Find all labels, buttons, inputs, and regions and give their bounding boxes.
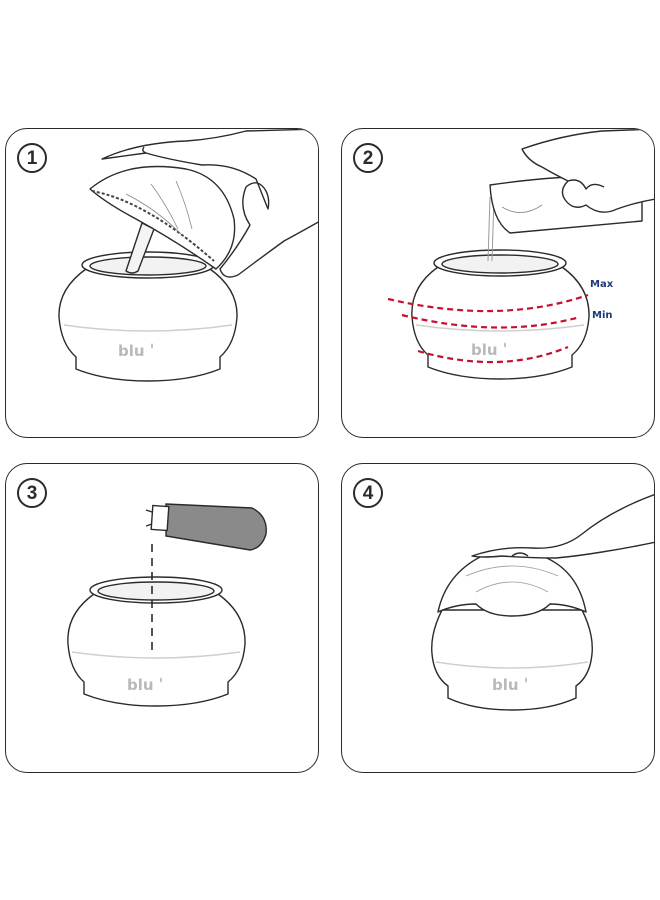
step-2-illustration: blu [387, 129, 654, 380]
step-number: 2 [353, 143, 383, 173]
step-number: 3 [17, 478, 47, 508]
step-number: 4 [353, 478, 383, 508]
hand [101, 129, 318, 278]
brand-logo: blu [127, 676, 154, 694]
step-1-panel: blu 1 [5, 128, 319, 438]
jug-body [431, 609, 593, 711]
step-4-panel: blu 4 [341, 463, 655, 773]
filter-cartridge [145, 503, 267, 551]
step-3-illustration: blu [67, 503, 267, 707]
min-label: Min [592, 310, 613, 321]
jug-lid [437, 549, 587, 617]
step-4-illustration: blu [431, 494, 654, 711]
step-3-panel: blu 3 [5, 463, 319, 773]
hand [471, 494, 654, 559]
drop-icon [504, 342, 506, 348]
step-number: 1 [17, 143, 47, 173]
drop-icon [151, 343, 153, 349]
brand-logo: blu [118, 342, 145, 360]
step-1-illustration: blu [58, 129, 318, 382]
brand-logo: blu [492, 676, 519, 694]
jug-body [58, 268, 238, 382]
step-2-panel: blu 2 Max Min [341, 128, 655, 438]
drop-icon [160, 677, 162, 683]
drop-icon [525, 677, 527, 683]
min-level-line-upper [401, 313, 581, 329]
hand [521, 129, 654, 213]
jug-body [67, 593, 246, 707]
brand-logo: blu [471, 341, 498, 359]
max-label: Max [590, 279, 614, 290]
